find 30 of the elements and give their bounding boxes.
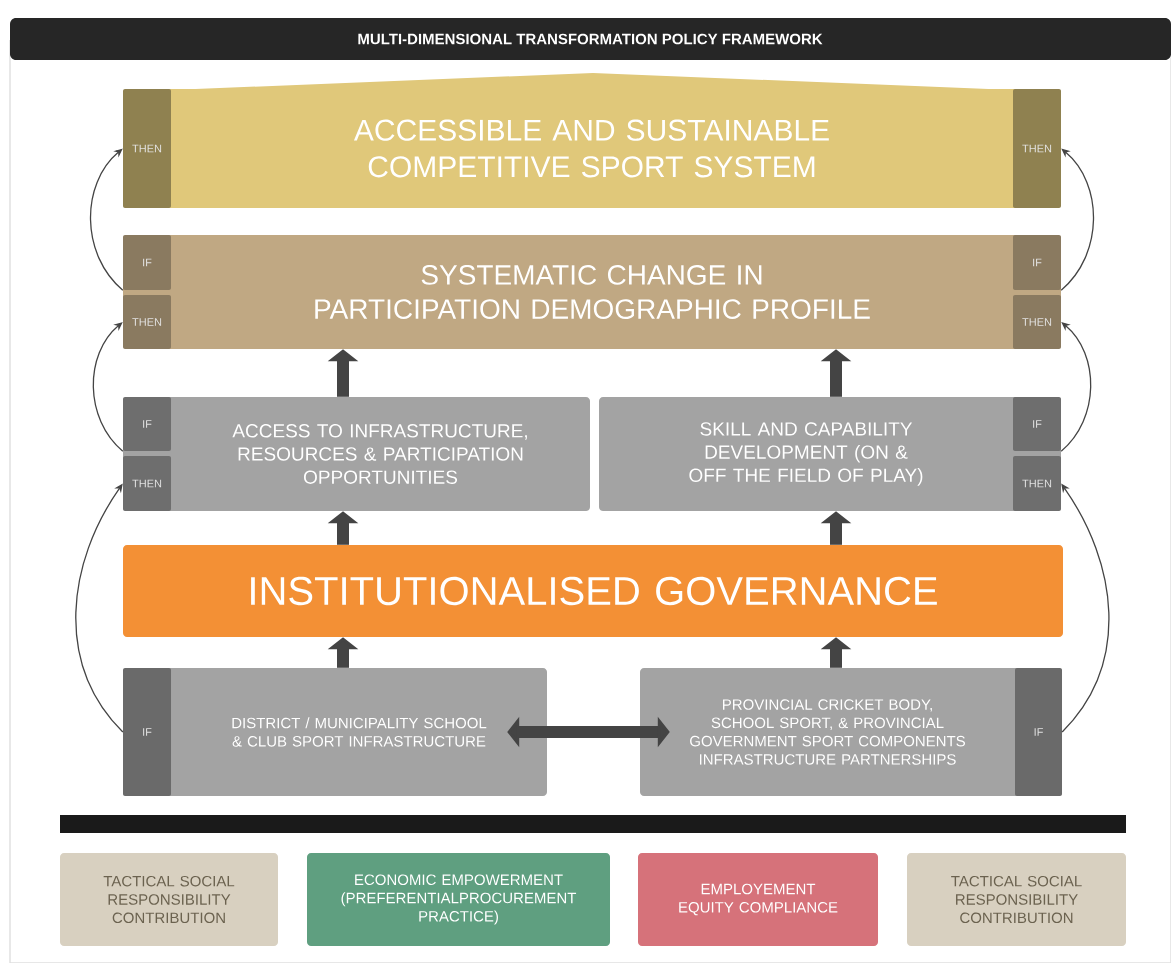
enabler-box: EMPLOYEMENT EQUITY COMPLIANCE	[638, 853, 878, 946]
condition-tab: THEN	[1013, 295, 1061, 349]
condition-tab: THEN	[1013, 456, 1061, 511]
input-box: DISTRICT / MUNICIPALITY SCHOOL & CLUB SPORT INFRASTRUCTURE IF	[123, 668, 547, 796]
enabler-box: ECONOMIC EMPOWERMENT (PREFERENTIALPROCUREMENT PRACTICE)	[307, 853, 610, 946]
condition-tab: THEN	[123, 456, 171, 511]
condition-tab: THEN	[123, 295, 171, 349]
governance-box: INSTITUTIONALISED GOVERNANCE	[123, 545, 1063, 637]
curved-arrow	[1060, 322, 1092, 452]
outcome-box: SYSTEMATIC CHANGE IN PARTICIPATION DEMOGRAPHIC PROFILE IF THEN IF THEN	[123, 235, 1061, 349]
pillar-box: ACCESS TO INFRASTRUCTURE, RESOURCES & PARTICIPATION OPPORTUNITIES IF THEN	[123, 397, 590, 511]
condition-tab: IF	[123, 235, 171, 290]
condition-tab: IF	[1013, 397, 1061, 451]
curved-arrow	[92, 322, 124, 452]
condition-tab: IF	[123, 668, 171, 796]
condition-tab: IF	[1013, 235, 1061, 290]
enabler-box: TACTICAL SOCIAL RESPONSIBILITY CONTRIBUTION	[60, 853, 278, 946]
title-bar: MULTI-DIMENSIONAL TRANSFORMATION POLICY FRAMEWORK	[10, 18, 1171, 60]
double-arrow	[507, 716, 670, 748]
input-box: PROVINCIAL CRICKET BODY, SCHOOL SPORT, & PROVINCIAL GOVERNMENT SPORT COMPONENTS INFRASTRUCTURE PARTNERSHIPS IF	[640, 668, 1062, 796]
condition-tab: IF	[1015, 668, 1062, 796]
condition-tab: THEN	[1013, 89, 1061, 208]
condition-tab: IF	[123, 397, 171, 451]
enabler-box: TACTICAL SOCIAL RESPONSIBILITY CONTRIBUTION	[907, 853, 1126, 946]
condition-tab: THEN	[123, 89, 171, 208]
goal-box: ACCESSIBLE AND SUSTAINABLE COMPETITIVE SPORT SYSTEM THEN THEN	[123, 73, 1061, 208]
curved-arrow	[89, 148, 124, 291]
pillar-box: SKILL AND CAPABILITY DEVELOPMENT (ON & OFF THE FIELD OF PLAY) IF THEN	[599, 397, 1061, 511]
curved-arrow	[1060, 148, 1095, 291]
horizontal-bar	[60, 815, 1126, 833]
